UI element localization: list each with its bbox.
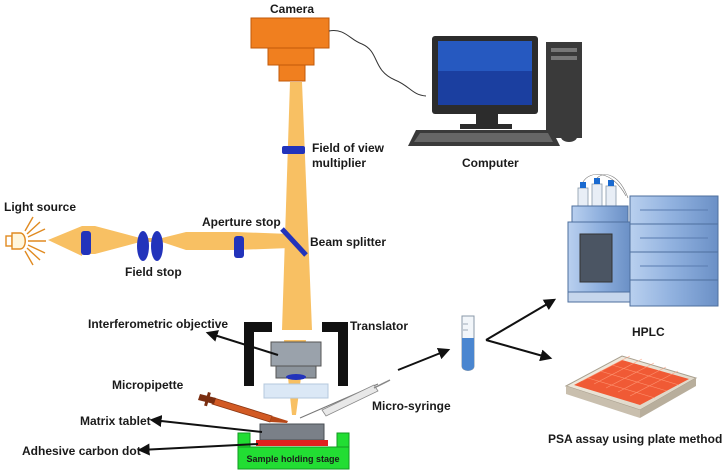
fov-label-line1: Field of view: [312, 141, 385, 155]
carbon-dot-pointer-arrow: [137, 443, 259, 456]
collection-tube-icon: [461, 315, 475, 371]
interferometric-objective-label: Interferometric objective: [88, 317, 228, 331]
camera-icon: [250, 17, 330, 82]
adhesive-carbon-dot-label: Adhesive carbon dot: [22, 444, 141, 458]
field-of-view-multiplier: [282, 146, 305, 154]
field-stop-label: Field stop: [125, 265, 182, 279]
light-source-label: Light source: [4, 200, 76, 214]
adhesive-carbon-dot: [256, 440, 328, 446]
light-bulb-icon: [5, 216, 46, 266]
flow-arrow-to-tube: [397, 347, 451, 371]
camera-cable: [328, 30, 427, 97]
psa-assay-label: PSA assay using plate method: [548, 432, 722, 446]
translator-frame: [244, 322, 348, 386]
aperture-stop: [234, 236, 244, 258]
hplc-instrument-icon: [567, 174, 719, 307]
matrix-tablet-pointer-arrow: [149, 415, 263, 433]
matrix-tablet: [259, 423, 325, 441]
fov-label-line2: multiplier: [312, 156, 366, 170]
light-source-window: [81, 231, 91, 255]
hplc-label: HPLC: [632, 325, 665, 339]
micro-syringe-label: Micro-syringe: [372, 399, 451, 413]
arrow-to-hplc: [485, 298, 557, 341]
arrow-to-plate: [485, 339, 553, 362]
field-stop-lens-right: [151, 231, 163, 261]
micropipette-icon: [198, 391, 288, 423]
objective-pointer-arrow: [205, 330, 279, 356]
aperture-stop-label: Aperture stop: [202, 215, 281, 229]
computer-label: Computer: [462, 156, 519, 170]
micropipette-label: Micropipette: [112, 378, 184, 392]
camera-label: Camera: [270, 2, 314, 16]
sample-holding-stage-label: Sample holding stage: [246, 454, 339, 464]
beam-splitter-label: Beam splitter: [310, 235, 386, 249]
translator-label: Translator: [350, 319, 408, 333]
field-stop-lens-left: [137, 231, 149, 261]
beam-splitter: [280, 227, 308, 257]
vertical-light-beam: [282, 82, 312, 330]
computer-icon: [408, 36, 582, 146]
interferometric-objective: [263, 341, 329, 399]
assay-plate-icon: [564, 355, 698, 418]
micro-syringe-icon: [299, 379, 391, 419]
matrix-tablet-label: Matrix tablet: [80, 414, 151, 428]
